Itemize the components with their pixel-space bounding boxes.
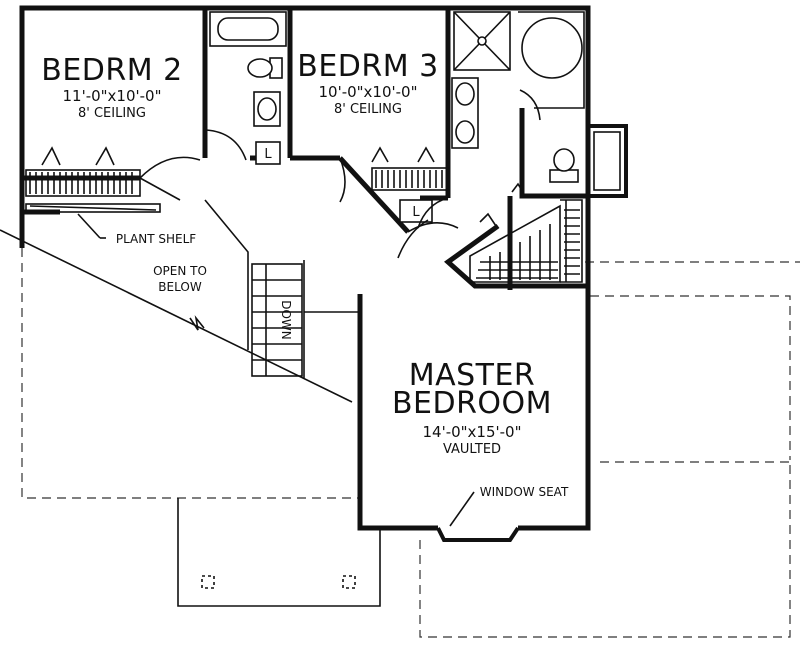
closet-bedrm3 — [371, 146, 449, 191]
tub-icon — [521, 17, 583, 79]
master-size: 14'-0"x15'-0" — [422, 423, 521, 441]
window-seat-bay — [436, 526, 520, 542]
open-to-below-line1: OPEN TO — [153, 264, 207, 278]
closet-master — [469, 182, 583, 283]
master-bedroom-label: MASTER BEDROOM 14'-0"x15'-0" VAULTED — [392, 358, 552, 457]
bay-window-right — [586, 124, 628, 198]
door-swings — [139, 129, 459, 259]
open-to-below-line2: BELOW — [158, 280, 202, 294]
bedroom-2-size: 11'-0"x10'-0" — [62, 87, 161, 105]
bedroom-2-name: BEDRM 2 — [41, 53, 183, 88]
master-name-line2: BEDROOM — [392, 386, 552, 421]
linen-closet-1 — [255, 141, 281, 165]
master-bath-fixtures — [399, 11, 585, 223]
plant-shelf-label: PLANT SHELF — [116, 232, 196, 246]
stair-down-label: DOWN — [279, 300, 293, 340]
plant-shelf — [25, 203, 161, 239]
bedroom-2-label: BEDRM 2 11'-0"x10'-0" 8' CEILING — [41, 53, 183, 121]
lower-floor-outline — [21, 248, 800, 638]
bedroom-2-ceiling: 8' CEILING — [78, 106, 146, 121]
linen-label-2: L — [412, 205, 420, 220]
bedroom-3-size: 10'-0"x10'-0" — [318, 83, 417, 101]
linen-label-1: L — [264, 147, 272, 162]
bedroom-3-ceiling: 8' CEILING — [334, 102, 402, 117]
window-seat-label: WINDOW SEAT — [480, 485, 569, 499]
stairs — [251, 263, 303, 377]
closet-bedrm2 — [25, 146, 141, 197]
bath-fixtures — [209, 11, 287, 165]
porch-outline — [177, 498, 381, 607]
bedroom-3-label: BEDRM 3 10'-0"x10'-0" 8' CEILING — [297, 49, 439, 117]
bedroom-3-name: BEDRM 3 — [297, 49, 439, 84]
master-name-line1: MASTER — [409, 358, 536, 393]
roof-line — [0, 229, 353, 403]
master-ceiling: VAULTED — [443, 442, 501, 457]
